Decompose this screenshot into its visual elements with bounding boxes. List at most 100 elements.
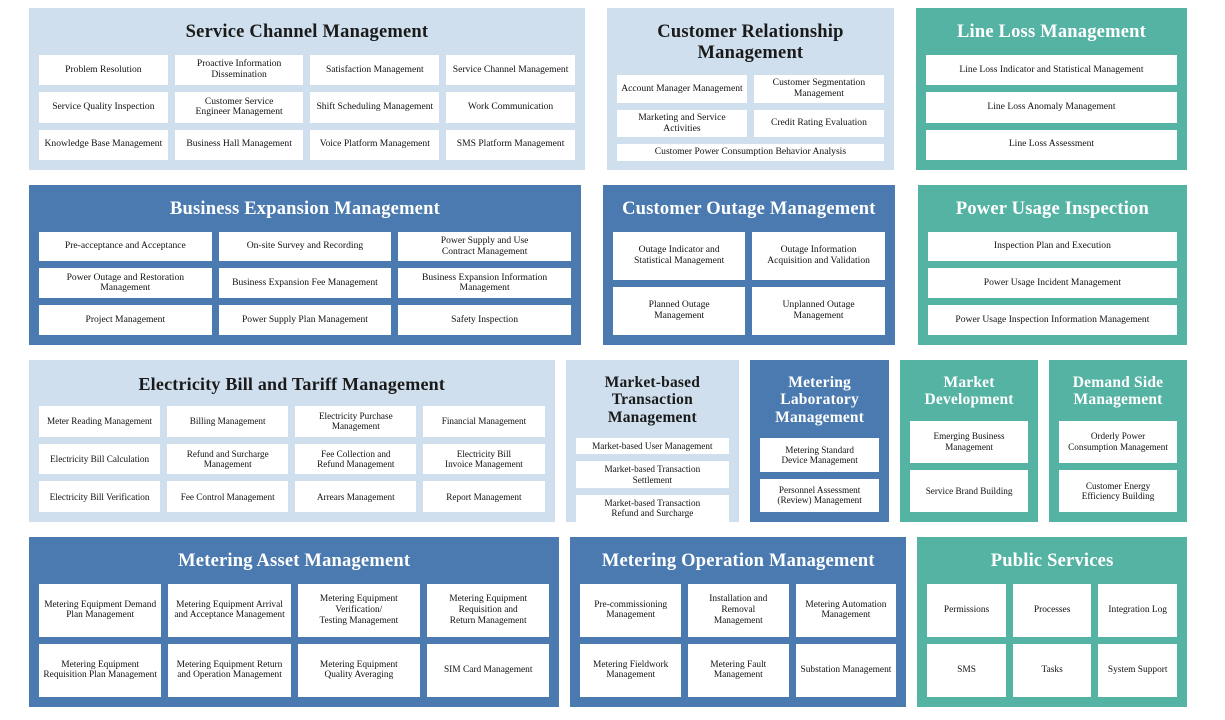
tile-orderly-power-consumption-management[interactable]: Orderly Power Consumption Management xyxy=(1059,420,1177,463)
tile-emerging-business-management[interactable]: Emerging Business Management xyxy=(910,420,1029,463)
tile-installation-and-removal-management[interactable]: Installation and Removal Management xyxy=(687,583,789,637)
tile-metering-equipment-requisition-and-return-management[interactable]: Metering Equipment Requisition and Retur… xyxy=(427,583,550,637)
panel-market-based-transaction-management[interactable]: Market-based Transaction Management Mark… xyxy=(565,360,740,522)
tile-row: Project Management Power Supply Plan Man… xyxy=(39,305,571,336)
tile-permissions[interactable]: Permissions xyxy=(927,583,1006,637)
tile-planned-outage-management[interactable]: Planned Outage Management xyxy=(612,286,746,335)
tile-outage-indicator-and-statistical-management[interactable]: Outage Indicator and Statistical Managem… xyxy=(612,231,746,280)
tile-electricity-bill-verification[interactable]: Electricity Bill Verification xyxy=(39,481,161,512)
panel-power-usage-inspection[interactable]: Power Usage Inspection Inspection Plan a… xyxy=(917,185,1188,345)
tile-project-management[interactable]: Project Management xyxy=(39,305,212,336)
tile-market-based-transaction-settlement[interactable]: Market-based Transaction Settlement xyxy=(575,461,730,488)
tile-metering-equipment-return-and-operation-management[interactable]: Metering Equipment Return and Operation … xyxy=(168,643,291,697)
tile-pre-commissioning-management[interactable]: Pre-commissioning Management xyxy=(580,583,681,637)
panel-customer-relationship-management[interactable]: Customer Relationship Management Account… xyxy=(606,8,894,170)
tile-inspection-plan-and-execution[interactable]: Inspection Plan and Execution xyxy=(927,231,1178,262)
tile-metering-equipment-arrival-and-acceptance-management[interactable]: Metering Equipment Arrival and Acceptanc… xyxy=(168,583,291,637)
tile-satisfaction-management[interactable]: Satisfaction Management xyxy=(310,54,440,86)
tile-meter-reading-management[interactable]: Meter Reading Management xyxy=(39,406,161,437)
tile-account-manager-management[interactable]: Account Manager Management xyxy=(616,75,747,103)
tile-row: Metering Equipment Requisition Plan Mana… xyxy=(39,643,550,697)
tile-electricity-purchase-management[interactable]: Electricity Purchase Management xyxy=(295,406,417,437)
tile-metering-equipment-quality-averaging[interactable]: Metering Equipment Quality Averaging xyxy=(297,643,421,697)
tile-work-communication[interactable]: Work Communication xyxy=(446,92,575,123)
tile-grid: Orderly Power Consumption Management Cus… xyxy=(1059,420,1177,512)
tile-voice-platform-management[interactable]: Voice Platform Management xyxy=(310,129,440,160)
tile-integration-log[interactable]: Integration Log xyxy=(1098,583,1177,637)
tile-row: Metering Fieldwork Management Metering F… xyxy=(580,643,897,697)
tile-business-expansion-information-management[interactable]: Business Expansion Information Managemen… xyxy=(398,268,571,299)
tile-proactive-information-dissemination[interactable]: Proactive Information Dissemination xyxy=(174,54,304,86)
panel-customer-outage-management[interactable]: Customer Outage Management Outage Indica… xyxy=(602,185,895,345)
panel-demand-side-management[interactable]: Demand Side Management Orderly Power Con… xyxy=(1049,360,1187,522)
tile-electricity-bill-invoice-management[interactable]: Electricity Bill Invoice Management xyxy=(423,443,545,475)
tile-marketing-and-service-activities[interactable]: Marketing and Service Activities xyxy=(616,109,747,138)
tile-electricity-bill-calculation[interactable]: Electricity Bill Calculation xyxy=(39,443,161,475)
tile-business-expansion-fee-management[interactable]: Business Expansion Fee Management xyxy=(218,268,392,299)
tile-power-supply-and-use-contract-management[interactable]: Power Supply and Use Contract Management xyxy=(398,231,571,262)
panel-metering-asset-management[interactable]: Metering Asset Management Metering Equip… xyxy=(29,537,560,707)
tile-row: Electricity Bill Calculation Refund and … xyxy=(39,443,545,475)
tile-arrears-management[interactable]: Arrears Management xyxy=(295,481,417,512)
tile-metering-equipment-verification-testing-management[interactable]: Metering Equipment Verification/ Testing… xyxy=(297,583,421,637)
tile-refund-and-surcharge-management[interactable]: Refund and Surcharge Management xyxy=(167,443,289,475)
tile-metering-fault-management[interactable]: Metering Fault Management xyxy=(687,643,789,697)
tile-shift-scheduling-management[interactable]: Shift Scheduling Management xyxy=(310,92,440,123)
tile-billing-management[interactable]: Billing Management xyxy=(167,406,289,437)
tile-row: Meter Reading Management Billing Managem… xyxy=(39,406,545,437)
tile-financial-management[interactable]: Financial Management xyxy=(423,406,545,437)
tile-business-hall-management[interactable]: Business Hall Management xyxy=(174,129,304,160)
tile-line-loss-assessment[interactable]: Line Loss Assessment xyxy=(925,129,1177,160)
panel-title: Demand Side Management xyxy=(1072,374,1164,409)
tile-line-loss-indicator-and-statistical-management[interactable]: Line Loss Indicator and Statistical Mana… xyxy=(925,54,1177,86)
tile-metering-equipment-demand-plan-management[interactable]: Metering Equipment Demand Plan Managemen… xyxy=(39,583,162,637)
tile-personnel-assessment-review-management[interactable]: Personnel Assessment (Review) Management xyxy=(760,478,880,513)
tile-market-based-transaction-refund-and-surcharge[interactable]: Market-based Transaction Refund and Surc… xyxy=(575,494,730,522)
tile-row: Outage Indicator and Statistical Managem… xyxy=(612,231,885,280)
panel-public-services[interactable]: Public Services Permissions Processes In… xyxy=(917,537,1187,707)
tile-customer-segmentation-management[interactable]: Customer Segmentation Management xyxy=(753,75,884,103)
tile-system-support[interactable]: System Support xyxy=(1098,643,1177,697)
tile-substation-management[interactable]: Substation Management xyxy=(795,643,897,697)
panel-metering-laboratory-management[interactable]: Metering Laboratory Management Metering … xyxy=(750,360,890,522)
tile-customer-service-engineer-management[interactable]: Customer Service Engineer Management xyxy=(174,92,304,123)
tile-metering-automation-management[interactable]: Metering Automation Management xyxy=(795,583,897,637)
tile-customer-energy-efficiency-building[interactable]: Customer Energy Efficiency Building xyxy=(1059,469,1177,512)
tile-power-usage-incident-management[interactable]: Power Usage Incident Management xyxy=(927,268,1178,299)
panel-business-expansion-management[interactable]: Business Expansion Management Pre-accept… xyxy=(29,185,581,345)
tile-customer-power-consumption-behavior-analysis[interactable]: Customer Power Consumption Behavior Anal… xyxy=(616,144,884,162)
tile-power-usage-inspection-information-management[interactable]: Power Usage Inspection Information Manag… xyxy=(927,305,1178,336)
tile-row: Inspection Plan and Execution xyxy=(927,231,1178,262)
tile-on-site-survey-and-recording[interactable]: On-site Survey and Recording xyxy=(218,231,392,262)
tile-report-management[interactable]: Report Management xyxy=(423,481,545,512)
tile-safety-inspection[interactable]: Safety Inspection xyxy=(398,305,571,336)
tile-power-outage-and-restoration-management[interactable]: Power Outage and Restoration Management xyxy=(39,268,212,299)
tile-fee-collection-and-refund-management[interactable]: Fee Collection and Refund Management xyxy=(295,443,417,475)
tile-power-supply-plan-management[interactable]: Power Supply Plan Management xyxy=(218,305,392,336)
tile-metering-fieldwork-management[interactable]: Metering Fieldwork Management xyxy=(580,643,681,697)
tile-service-channel-management[interactable]: Service Channel Management xyxy=(446,54,575,86)
tile-line-loss-anomaly-management[interactable]: Line Loss Anomaly Management xyxy=(925,92,1177,123)
tile-sms-platform-management[interactable]: SMS Platform Management xyxy=(446,129,575,160)
tile-tasks[interactable]: Tasks xyxy=(1012,643,1092,697)
tile-unplanned-outage-management[interactable]: Unplanned Outage Management xyxy=(752,286,885,335)
tile-market-based-user-management[interactable]: Market-based User Management xyxy=(575,438,730,455)
tile-metering-standard-device-management[interactable]: Metering Standard Device Management xyxy=(760,438,880,472)
tile-service-quality-inspection[interactable]: Service Quality Inspection xyxy=(39,92,168,123)
panel-market-development[interactable]: Market Development Emerging Business Man… xyxy=(900,360,1039,522)
tile-sim-card-management[interactable]: SIM Card Management xyxy=(427,643,550,697)
tile-sms[interactable]: SMS xyxy=(927,643,1006,697)
tile-fee-control-management[interactable]: Fee Control Management xyxy=(167,481,289,512)
panel-service-channel-management[interactable]: Service Channel Management Problem Resol… xyxy=(29,8,585,170)
panel-electricity-bill-and-tariff-management[interactable]: Electricity Bill and Tariff Management M… xyxy=(29,360,555,522)
tile-processes[interactable]: Processes xyxy=(1012,583,1092,637)
tile-credit-rating-evaluation[interactable]: Credit Rating Evaluation xyxy=(753,109,884,138)
tile-metering-equipment-requisition-plan-management[interactable]: Metering Equipment Requisition Plan Mana… xyxy=(39,643,162,697)
tile-pre-acceptance-and-acceptance[interactable]: Pre-acceptance and Acceptance xyxy=(39,231,212,262)
tile-outage-information-acquisition-and-validation[interactable]: Outage Information Acquisition and Valid… xyxy=(752,231,885,280)
tile-knowledge-base-management[interactable]: Knowledge Base Management xyxy=(39,129,168,160)
tile-service-brand-building[interactable]: Service Brand Building xyxy=(910,469,1029,512)
tile-problem-resolution[interactable]: Problem Resolution xyxy=(39,54,168,86)
panel-metering-operation-management[interactable]: Metering Operation Management Pre-commis… xyxy=(570,537,907,707)
panel-line-loss-management[interactable]: Line Loss Management Line Loss Indicator… xyxy=(915,8,1187,170)
